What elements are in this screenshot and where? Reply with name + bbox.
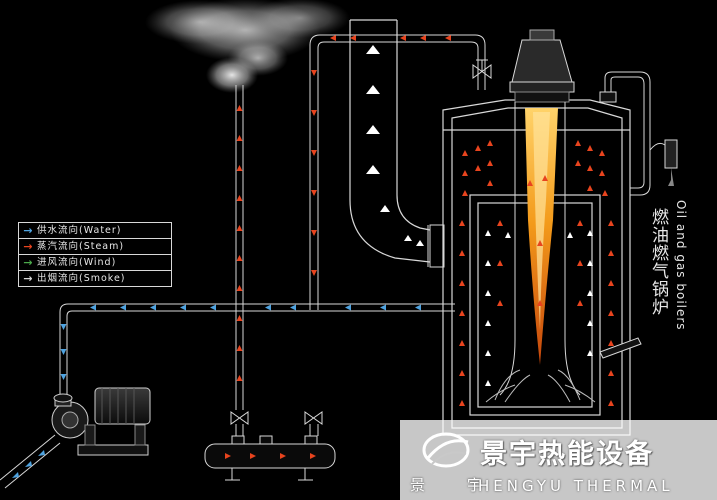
water-arrow-icon: → bbox=[23, 224, 33, 237]
boiler-title-cn: 燃油燃气锅炉 bbox=[648, 208, 668, 316]
boiler-smoke-arrows bbox=[485, 230, 593, 386]
legend-water: → 供水流向(Water) bbox=[19, 223, 171, 239]
pump-inlet-arrows bbox=[12, 450, 45, 478]
flue-duct bbox=[349, 19, 431, 263]
valve-left bbox=[230, 411, 249, 425]
boiler-title-en: Oil and gas boilers bbox=[674, 200, 688, 331]
flue-outlet-flange bbox=[427, 224, 445, 268]
pressure-gauge bbox=[599, 91, 678, 186]
legend-steam-label: 蒸汽流向(Steam) bbox=[37, 241, 125, 252]
water-inlet-nozzle bbox=[445, 303, 455, 312]
smoke-tubes bbox=[485, 369, 596, 403]
legend-steam: → 蒸汽流向(Steam) bbox=[19, 239, 171, 255]
brand-name-en: HENGYU THERMAL bbox=[478, 477, 674, 495]
water-supply-pipe bbox=[59, 303, 445, 395]
feed-water-pump bbox=[51, 387, 151, 456]
steam-header bbox=[204, 424, 336, 481]
water-arrows bbox=[60, 304, 421, 380]
steam-valve-top bbox=[472, 59, 492, 79]
steam-arrow-icon: → bbox=[23, 240, 33, 253]
legend-wind-label: 进风流向(Wind) bbox=[37, 257, 117, 268]
burner-head bbox=[509, 29, 575, 103]
steam-pipe-left bbox=[235, 85, 244, 410]
flue-smoke-arrows bbox=[366, 45, 424, 246]
brand-logo-icon bbox=[422, 432, 470, 468]
valve-right bbox=[304, 411, 323, 425]
brand-name: 景宇热能设备 bbox=[480, 439, 654, 470]
pump-inlet-pipe bbox=[0, 434, 61, 489]
smoke-cloud bbox=[145, 0, 350, 93]
legend-smoke-label: 出烟流向(Smoke) bbox=[37, 273, 126, 284]
boiler-steam-arrows bbox=[459, 140, 614, 406]
flame bbox=[525, 108, 558, 365]
steam-arrows-left bbox=[236, 105, 243, 381]
steam-pipe-top bbox=[309, 34, 486, 310]
steam-header-arrows bbox=[225, 453, 316, 459]
smoke-arrow-icon: → bbox=[23, 272, 33, 285]
steam-arrows-top bbox=[311, 35, 451, 276]
wind-arrow-icon: → bbox=[23, 256, 33, 269]
legend-water-label: 供水流向(Water) bbox=[37, 225, 122, 236]
furnace-tube bbox=[499, 102, 581, 396]
brand-name-small: 景宇 bbox=[410, 476, 525, 494]
pressure-gauge-line bbox=[604, 71, 651, 196]
flow-legend: → 供水流向(Water) → 蒸汽流向(Steam) → 进风流向(Wind)… bbox=[18, 222, 172, 287]
sight-port bbox=[599, 337, 642, 359]
legend-smoke: → 出烟流向(Smoke) bbox=[19, 271, 171, 286]
legend-wind: → 进风流向(Wind) bbox=[19, 255, 171, 271]
